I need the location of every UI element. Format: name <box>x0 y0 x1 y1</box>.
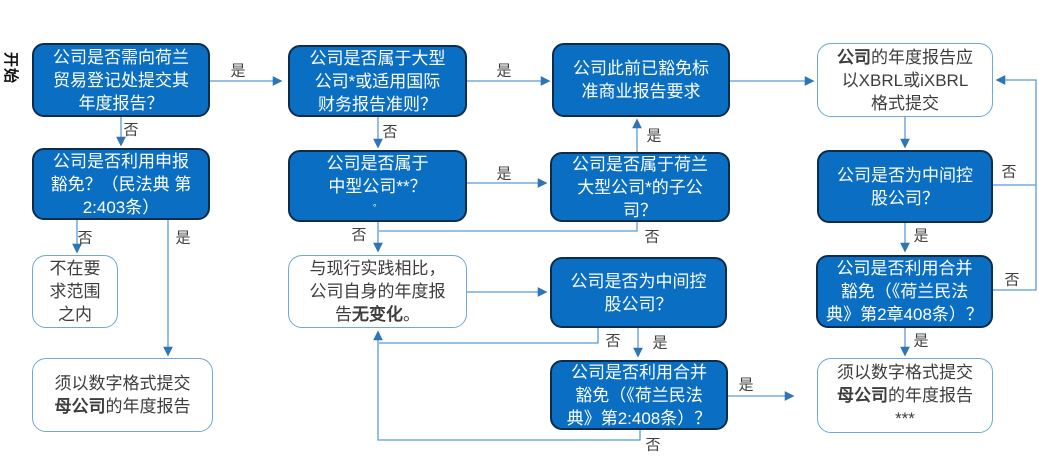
edge-label-d2-yes: 是 <box>913 227 929 245</box>
node-text: 公司是否利用申报 豁免？（民法典 第 2:403条） <box>50 151 192 217</box>
node-text: 与现行实践相比， 公司自身的年度报 告无变化。 <box>309 259 446 324</box>
node-large-company-or-ifrs: 公司是否属于大型 公司*或适用国际 财务报告准则？ <box>288 45 467 117</box>
node-text: 公司是否为中间控 股公司？ <box>570 271 707 314</box>
edge-label-c3-yes: 是 <box>652 334 668 352</box>
node-submit-parent-report-digital-right: 须以数字格式提交 母公司的年度报告 *** <box>817 358 993 433</box>
node-text: 公司是否需向荷兰 贸易登记处提交其 年度报告？ <box>53 47 189 113</box>
node-text: 公司是否利用合并 豁免（《荷兰民法 典》第2:408条）？ <box>566 362 712 428</box>
edge-label-d2-no: 否 <box>1001 163 1017 181</box>
node-text: 须以数字格式提交 母公司的年度报告 <box>54 374 191 416</box>
edge-label-b1-no: 否 <box>382 123 398 141</box>
connector-d3-no-d1 <box>993 75 1037 291</box>
node-text: 不在要 求范围 之内 <box>49 259 101 324</box>
edge-label-c3-no: 否 <box>605 332 621 350</box>
edge-label-b2-yes: 是 <box>496 165 512 183</box>
connector-c3-no-join <box>379 328 599 344</box>
node-text: 公司此前已豁免标 准商业报告要求 <box>573 59 709 101</box>
edge-label-c4-yes: 是 <box>738 376 754 394</box>
node-text: 公司是否属于 中型公司**？ 。 <box>326 153 429 208</box>
edge-label-d3-yes: 是 <box>913 332 929 350</box>
node-text: 公司是否为中间控 股公司？ <box>837 165 973 208</box>
edge-label-d3-no: 否 <box>1004 271 1020 289</box>
node-file-with-trade-register: 公司是否需向荷兰 贸易登记处提交其 年度报告？ <box>32 43 210 117</box>
edge-label-a2-yes: 是 <box>175 229 191 247</box>
node-file-xbrl-ixbrl: 公司的年度报告应 以XBRL或iXBRL 格式提交 <box>817 43 993 117</box>
node-text: 公司是否利用合并 豁免（《荷兰民法 典》第2章408条）？ <box>826 259 983 324</box>
node-intermediate-holding-right: 公司是否为中间控 股公司？ <box>817 150 993 223</box>
node-consolidation-exemption-ch2-408: 公司是否利用合并 豁免（《荷兰民法 典》第2章408条）？ <box>816 255 993 328</box>
edge-label-a1-yes: 是 <box>230 62 246 80</box>
node-out-of-scope: 不在要 求范围 之内 <box>32 255 118 328</box>
edge-label-c2-yes: 是 <box>646 127 662 145</box>
edge-label-a1-no: 否 <box>123 121 139 139</box>
edge-label-c4-no: 否 <box>645 436 661 454</box>
node-medium-company: 公司是否属于 中型公司**？ 。 <box>288 150 467 222</box>
node-consolidation-exemption-2-408: 公司是否利用合并 豁免（《荷兰民法 典》第2:408条）？ <box>550 360 728 430</box>
node-text: 公司的年度报告应 以XBRL或iXBRL 格式提交 <box>837 47 973 113</box>
node-text: 公司是否属于荷兰 大型公司*的子公 司？ <box>572 154 708 220</box>
node-no-change-note: 与现行实践相比， 公司自身的年度报 告无变化。 <box>288 255 467 328</box>
edge-label-b2-no: 否 <box>351 226 367 244</box>
start-label: 开始 <box>2 51 19 84</box>
connector-c2-no-join <box>379 222 638 232</box>
edge-label-c2-no: 否 <box>644 228 660 246</box>
node-subsidiary-of-large-dutch-company: 公司是否属于荷兰 大型公司*的子公 司？ <box>550 152 730 222</box>
edge-label-b1-yes: 是 <box>496 62 512 80</box>
node-previously-exempted-sbr: 公司此前已豁免标 准商业报告要求 <box>552 43 730 117</box>
node-text: 须以数字格式提交 母公司的年度报告 *** <box>837 363 973 428</box>
node-filing-exemption-2-403: 公司是否利用申报 豁免？（民法典 第 2:403条） <box>32 148 210 220</box>
edge-label-a2-no: 否 <box>77 229 93 247</box>
node-intermediate-holding-mid: 公司是否为中间控 股公司？ <box>550 257 727 328</box>
node-submit-parent-report-digital: 须以数字格式提交 母公司的年度报告 <box>32 358 213 432</box>
node-text: 公司是否属于大型 公司*或适用国际 财务报告准则？ <box>309 48 446 114</box>
